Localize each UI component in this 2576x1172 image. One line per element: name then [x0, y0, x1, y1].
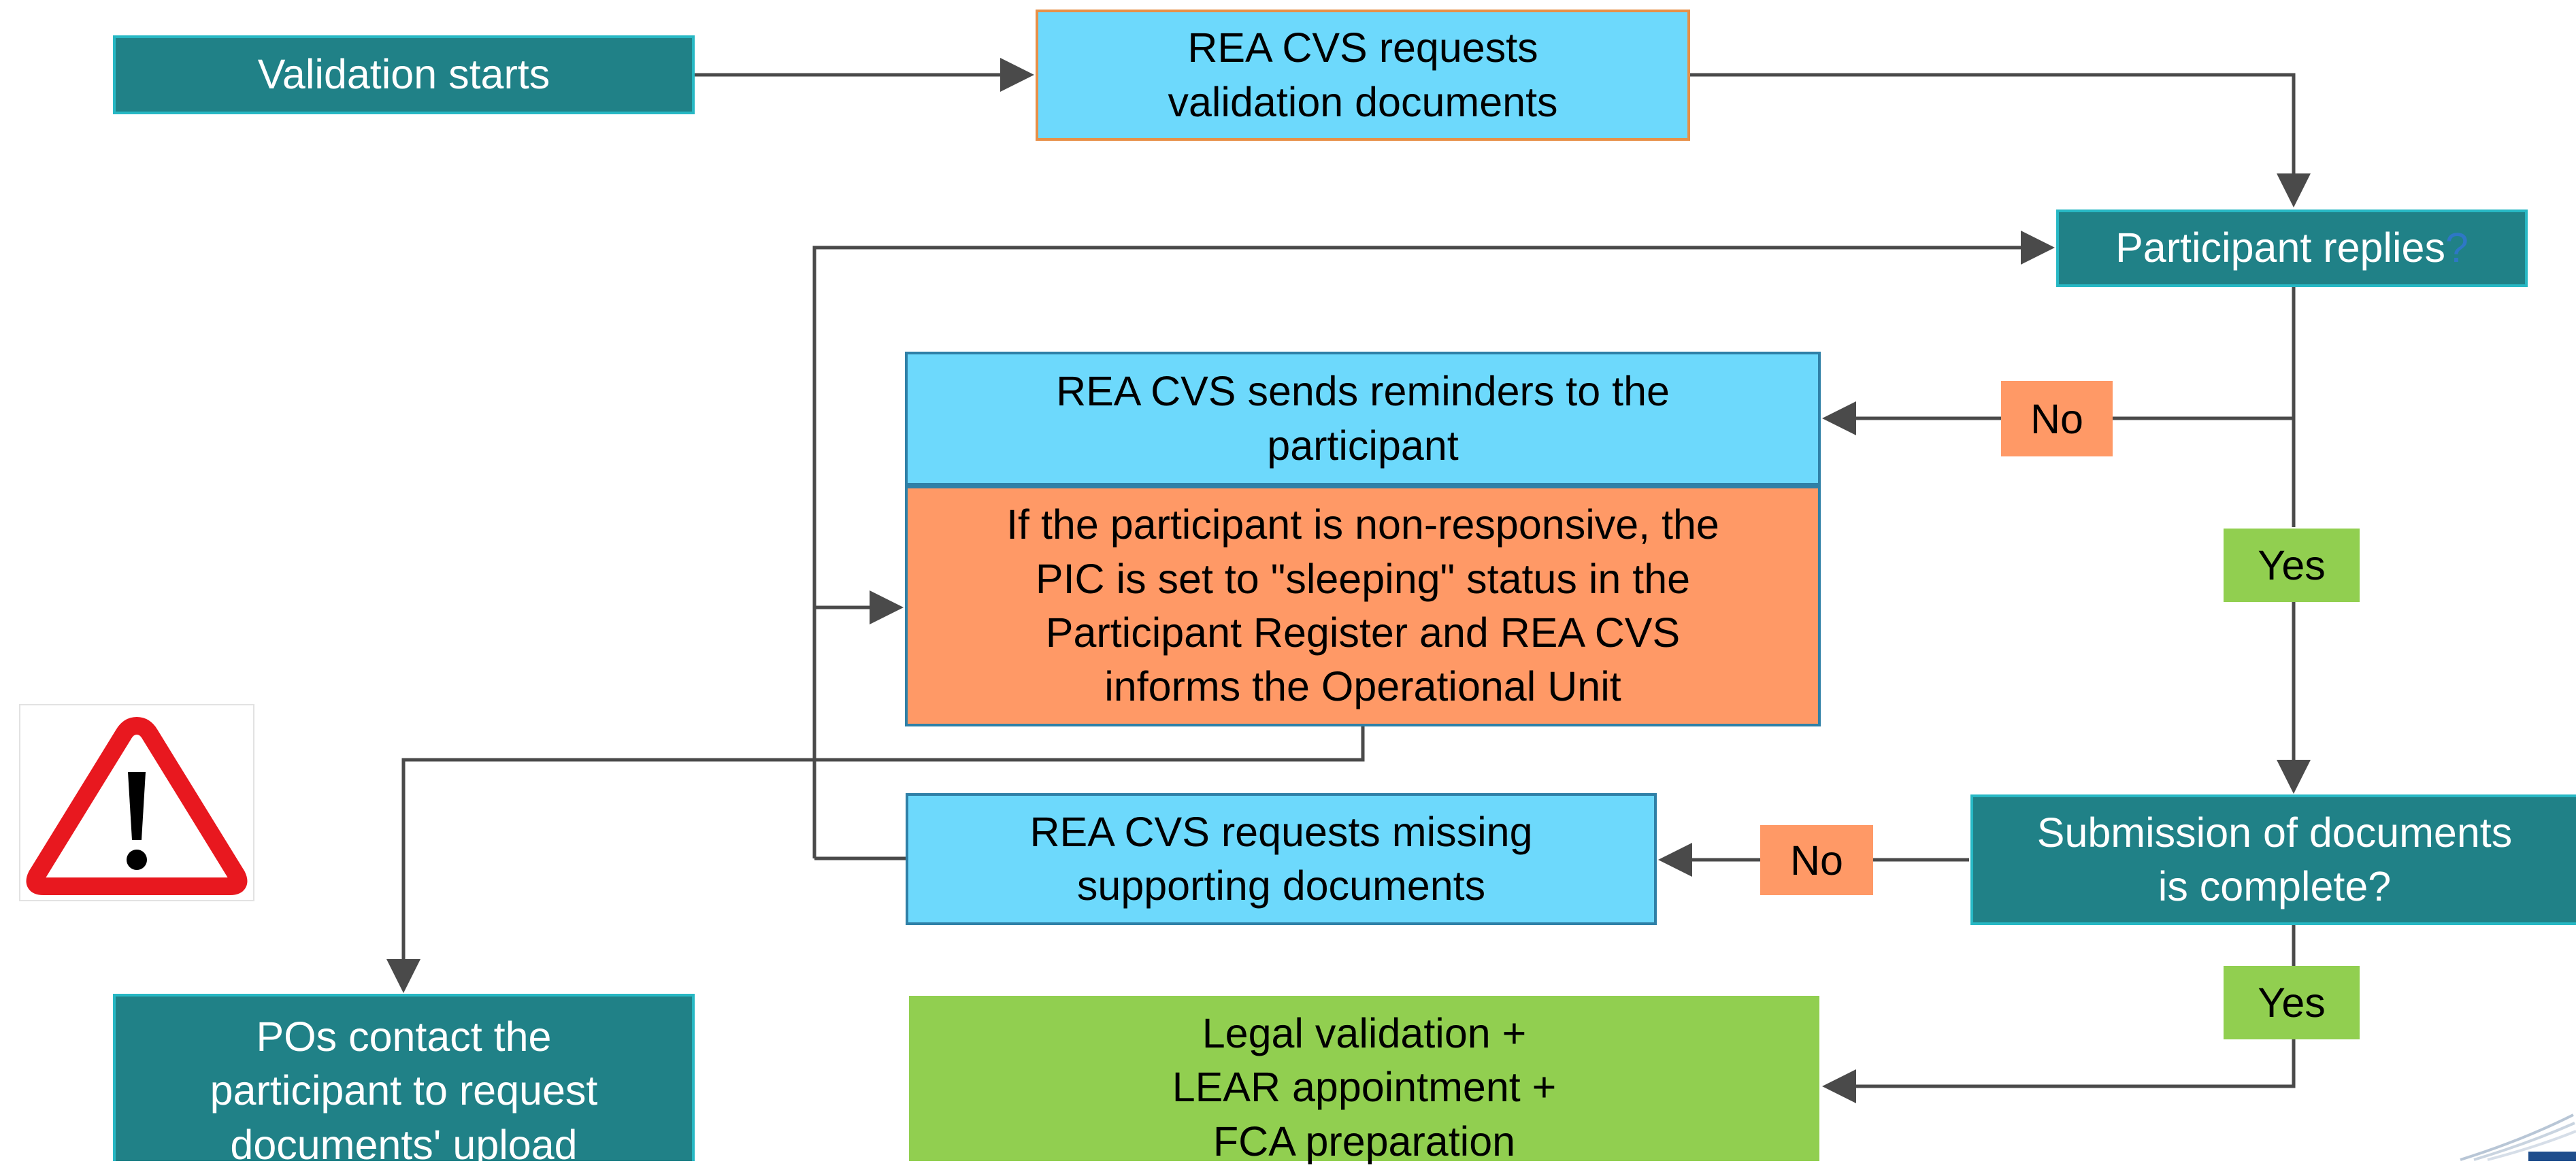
arrow-sleeping-to-pos: [386, 726, 1365, 993]
submission-complete-label: Submission of documents is complete?: [2036, 809, 2513, 909]
request-validation-docs-box: REA CVS requests validation documents: [1036, 10, 1690, 141]
yes-label-submission: Yes: [2224, 966, 2360, 1039]
participant-replies-question-mark: ?: [2445, 224, 2468, 271]
no-label-replies-text: No: [2030, 395, 2083, 442]
arrow-request-to-replies: [1689, 73, 2311, 207]
sends-reminders-box: REA CVS sends reminders to the participa…: [905, 352, 1821, 486]
yes-label-replies: Yes: [2224, 529, 2360, 602]
corner-logo-icon: [2460, 1114, 2576, 1161]
legal-validation-label: Legal validation + LEAR appointment + FC…: [1172, 1010, 1557, 1165]
pos-contact-label: POs contact the participant to request d…: [210, 1014, 598, 1168]
participant-replies-box: Participant replies?: [2056, 210, 2528, 287]
sleeping-status-label: If the participant is non-responsive, th…: [1006, 501, 1719, 710]
arrow-loop-to-replies: [812, 231, 2055, 858]
no-label-submission-text: No: [1790, 837, 1843, 884]
validation-starts-label: Validation starts: [257, 51, 550, 98]
requests-missing-box: REA CVS requests missing supporting docu…: [906, 793, 1657, 925]
requests-missing-label: REA CVS requests missing supporting docu…: [1029, 808, 1533, 909]
request-validation-docs-label: REA CVS requests validation documents: [1168, 24, 1558, 125]
sleeping-status-box: If the participant is non-responsive, th…: [905, 486, 1821, 726]
warning-triangle-icon: [19, 704, 254, 901]
participant-replies-label: Participant replies?: [2115, 224, 2468, 271]
no-label-replies: No: [2001, 381, 2113, 456]
yes-label-submission-text: Yes: [2258, 980, 2326, 1026]
submission-complete-box: Submission of documents is complete?: [1970, 794, 2576, 925]
validation-starts-box: Validation starts: [113, 35, 695, 114]
legal-validation-box: Legal validation + LEAR appointment + FC…: [909, 996, 1819, 1165]
yes-label-replies-text: Yes: [2258, 542, 2326, 588]
pos-contact-box: POs contact the participant to request d…: [113, 994, 695, 1168]
no-label-submission: No: [1760, 825, 1873, 895]
sends-reminders-label: REA CVS sends reminders to the participa…: [1056, 368, 1670, 469]
arrow-yes2-to-legal: [1822, 1039, 2296, 1103]
